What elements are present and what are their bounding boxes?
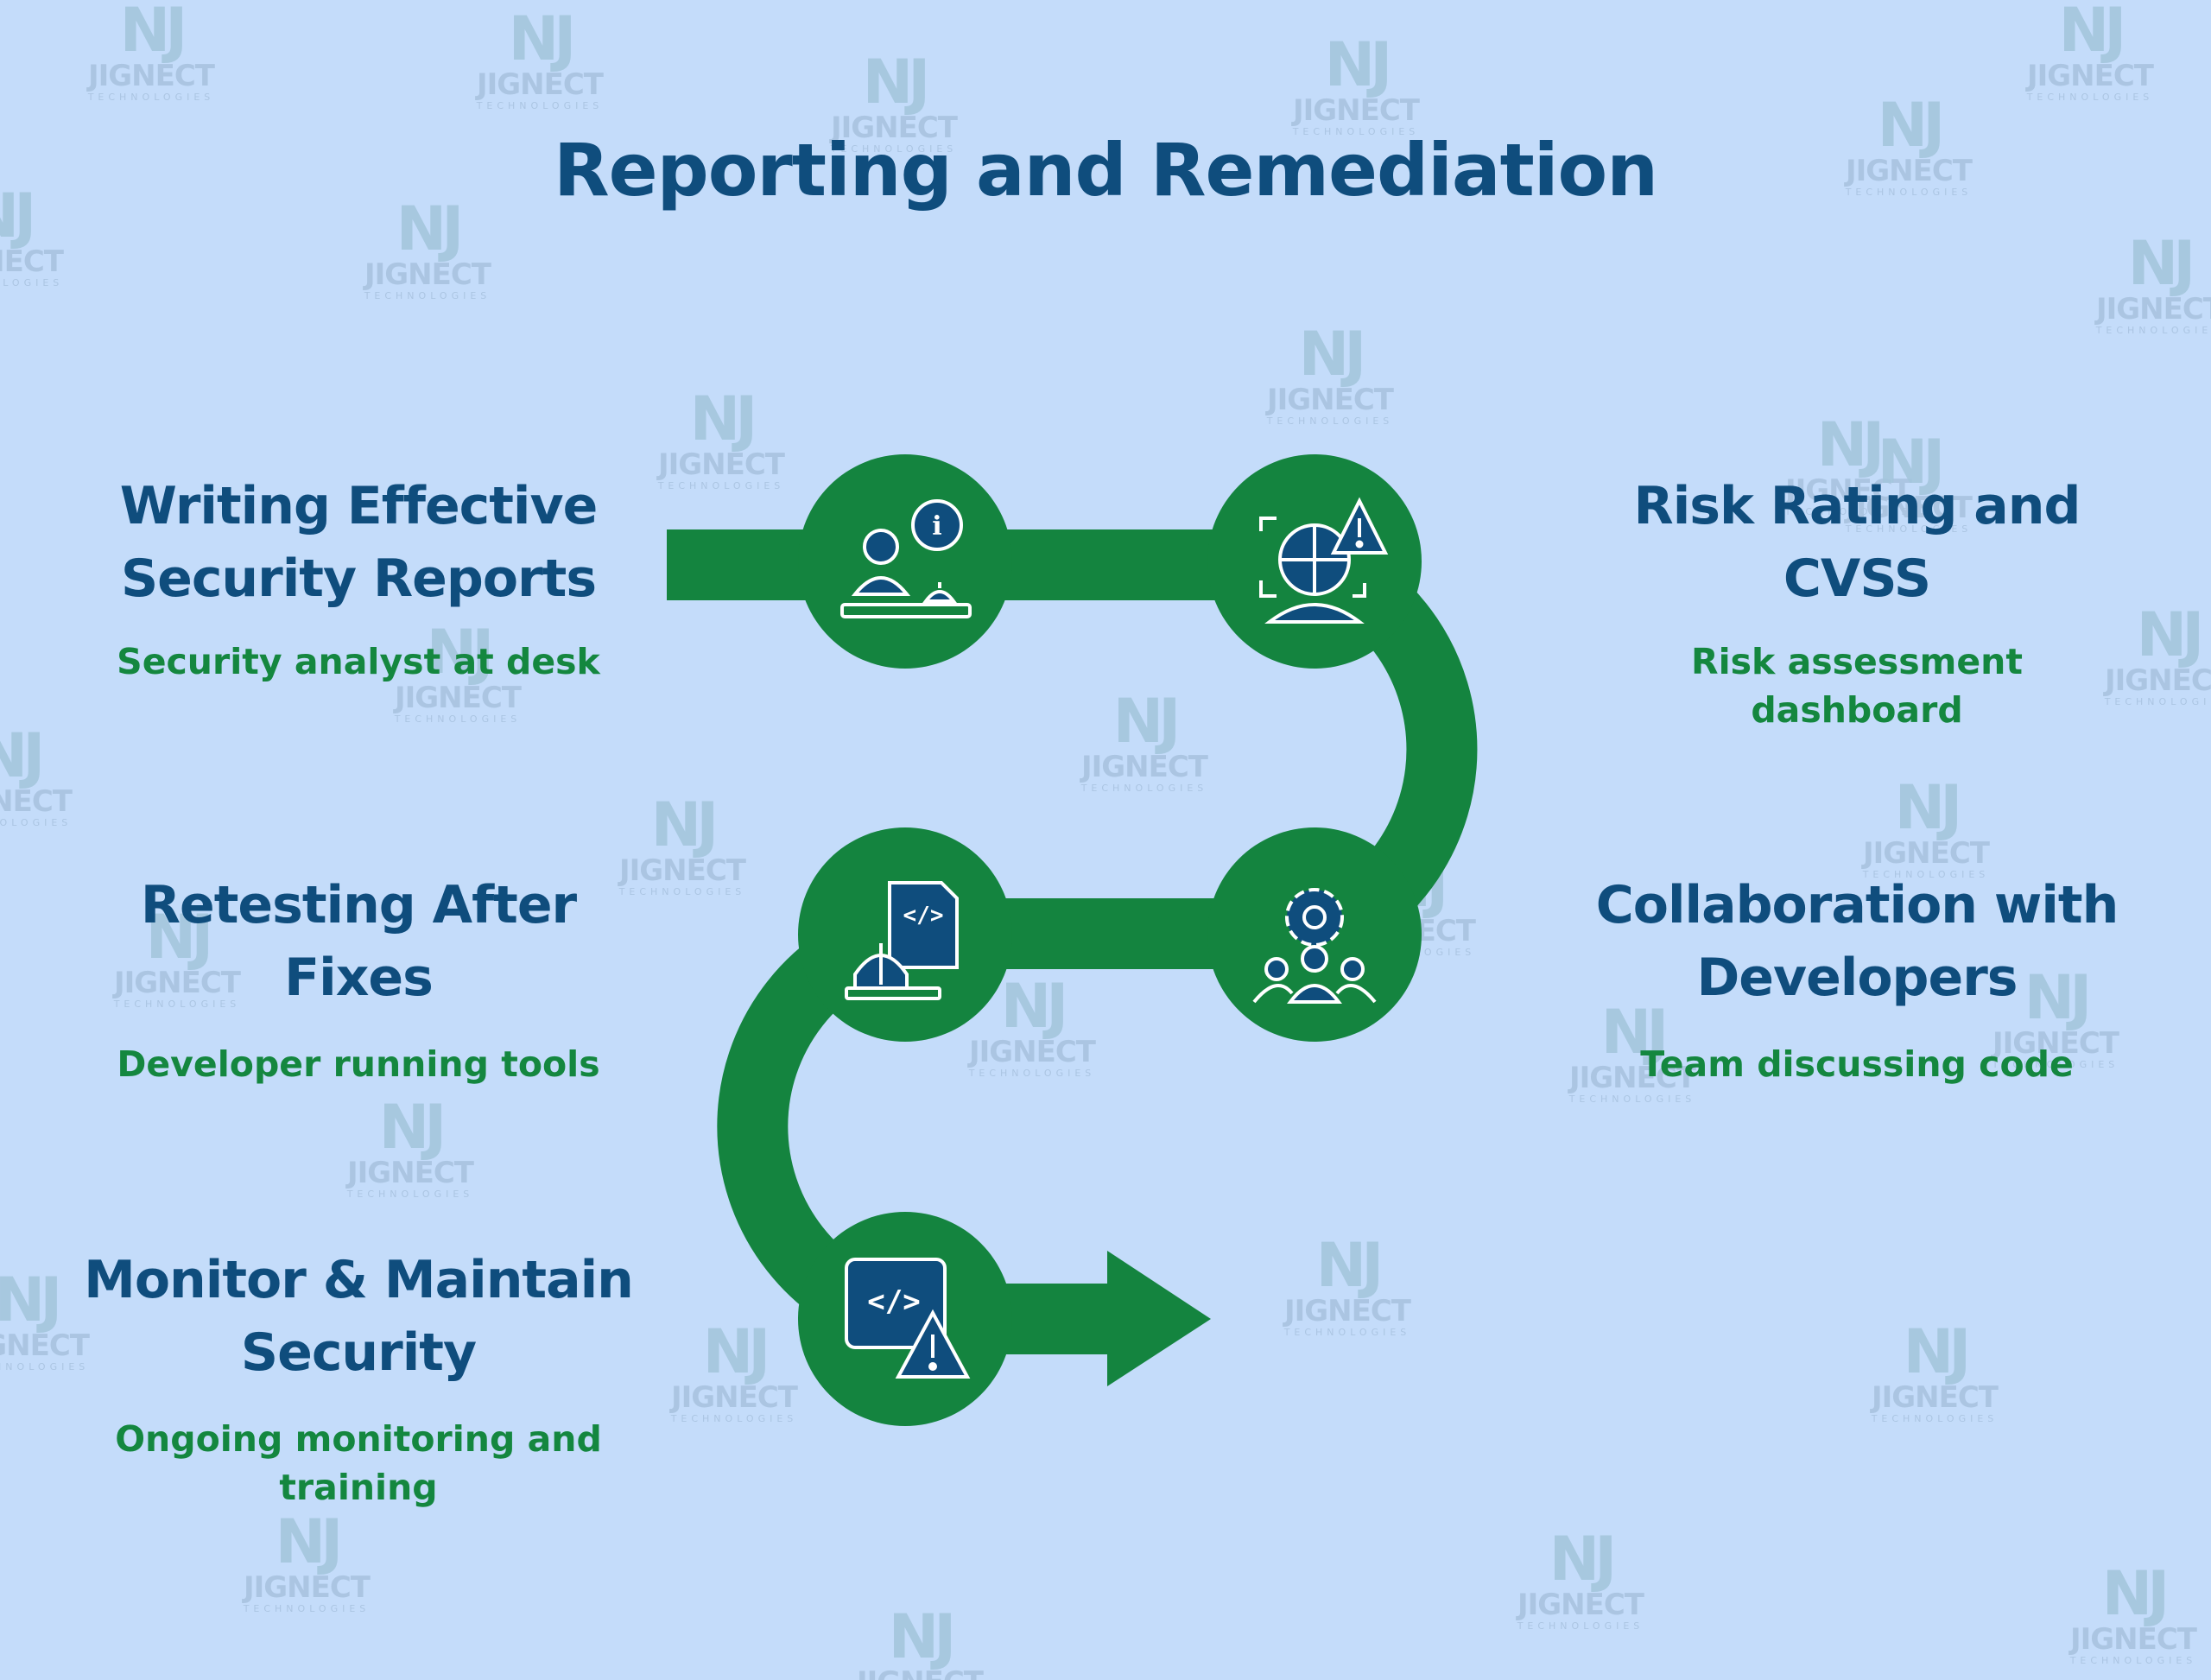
step-1-description: Security analyst at desk [117,641,600,682]
step-5-description: Ongoing monitoring and training [115,1418,602,1508]
step-3-title: Collaboration with Developers [1595,875,2119,1008]
step-node-1: i [798,454,1012,669]
risk-chart-warning-icon [1259,497,1389,624]
page-title: Reporting and Remediation [553,128,1658,212]
analyst-at-desk-icon: i [840,499,972,618]
path-arrow-head [1107,1251,1211,1386]
step-3-description: Team discussing code [1640,1043,2074,1085]
step-4-description: Developer running tools [117,1043,600,1085]
step-1-title: Writing Effective Security Reports [119,476,599,609]
code-document-hardhat-icon: </> [845,881,959,1000]
step-node-2 [1207,454,1422,669]
svg-text:</>: </> [903,903,944,929]
step-node-5: </> [798,1212,1012,1426]
path-start-cap [667,529,762,600]
step-node-4: </> [798,827,1012,1042]
step-2-title: Risk Rating and CVSS [1633,476,2081,609]
svg-text:i: i [932,511,941,542]
code-window-warning-icon: </> [845,1258,971,1379]
step-2-description: Risk assessment dashboard [1691,641,2023,731]
team-gear-icon [1252,888,1377,1004]
step-node-3 [1207,827,1422,1042]
step-5-title: Monitor & Maintain Security [84,1250,634,1383]
svg-text:</>: </> [867,1284,920,1319]
step-4-title: Retesting After Fixes [140,875,577,1008]
